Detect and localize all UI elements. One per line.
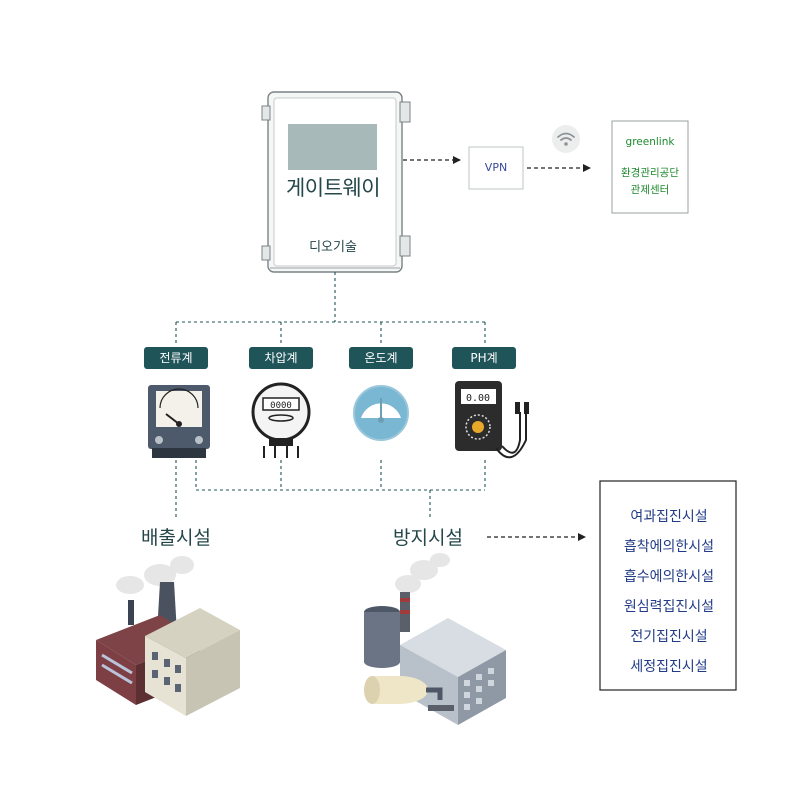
- list-item: 흡착에의한시설: [623, 539, 715, 555]
- meter-badge-pressure: [249, 347, 313, 369]
- ph-display: 0.00: [466, 393, 490, 404]
- greenlink-org-line: 관제센터: [630, 184, 670, 196]
- meter-label-pressure: 차압계: [264, 351, 298, 365]
- prevention-facility-illustration: [364, 553, 506, 725]
- meter-label-ammeter: 전류계: [159, 351, 193, 365]
- emission-factory-illustration: [96, 556, 240, 716]
- list-item: 세정집진시설: [630, 659, 708, 675]
- meter-badge-ammeter: [144, 347, 208, 369]
- prevention-type-list: 여과집진시설 흡착에의한시설 흡수에의한시설 원심력집진시설 전기집진시설 세정…: [602, 502, 736, 682]
- emission-facility-label: 배출시설: [141, 527, 211, 549]
- greenlink-org-line: 환경관리공단: [621, 167, 679, 179]
- list-item: 여과집진시설: [630, 509, 708, 525]
- gateway-box: [261, 91, 411, 273]
- ph-meter-icon: 0.00: [455, 381, 529, 459]
- greenlink-org: 환경관리공단 관제센터: [612, 165, 688, 199]
- meter-badge-ph: [452, 347, 516, 369]
- gateway-maker: 디오기술: [309, 240, 357, 255]
- pressure-digits: 0000: [270, 401, 292, 411]
- wifi-icon: [552, 125, 580, 153]
- list-item: 원심력집진시설: [623, 599, 715, 615]
- gateway-title: 게이트웨이: [285, 176, 381, 200]
- meter-label-ph: PH계: [470, 351, 498, 365]
- list-item: 흡수에의한시설: [623, 569, 715, 585]
- meter-label-temperature: 온도계: [364, 351, 398, 365]
- prevention-facility-label: 방지시설: [393, 527, 463, 549]
- vpn-label: VPN: [484, 161, 508, 174]
- ammeter-icon: [148, 385, 210, 458]
- greenlink-name: greenlink: [625, 136, 675, 148]
- thermometer-gauge-icon: [353, 385, 409, 441]
- meter-bus: [175, 460, 486, 520]
- differential-pressure-meter-icon: 0000: [251, 382, 311, 458]
- meter-badge-temperature: [349, 347, 413, 369]
- vpn-box: [468, 146, 524, 190]
- prevention-list-box: [599, 480, 737, 691]
- greenlink-box: [611, 120, 689, 214]
- list-item: 전기집진시설: [630, 629, 708, 645]
- sensor-bus: [175, 272, 486, 346]
